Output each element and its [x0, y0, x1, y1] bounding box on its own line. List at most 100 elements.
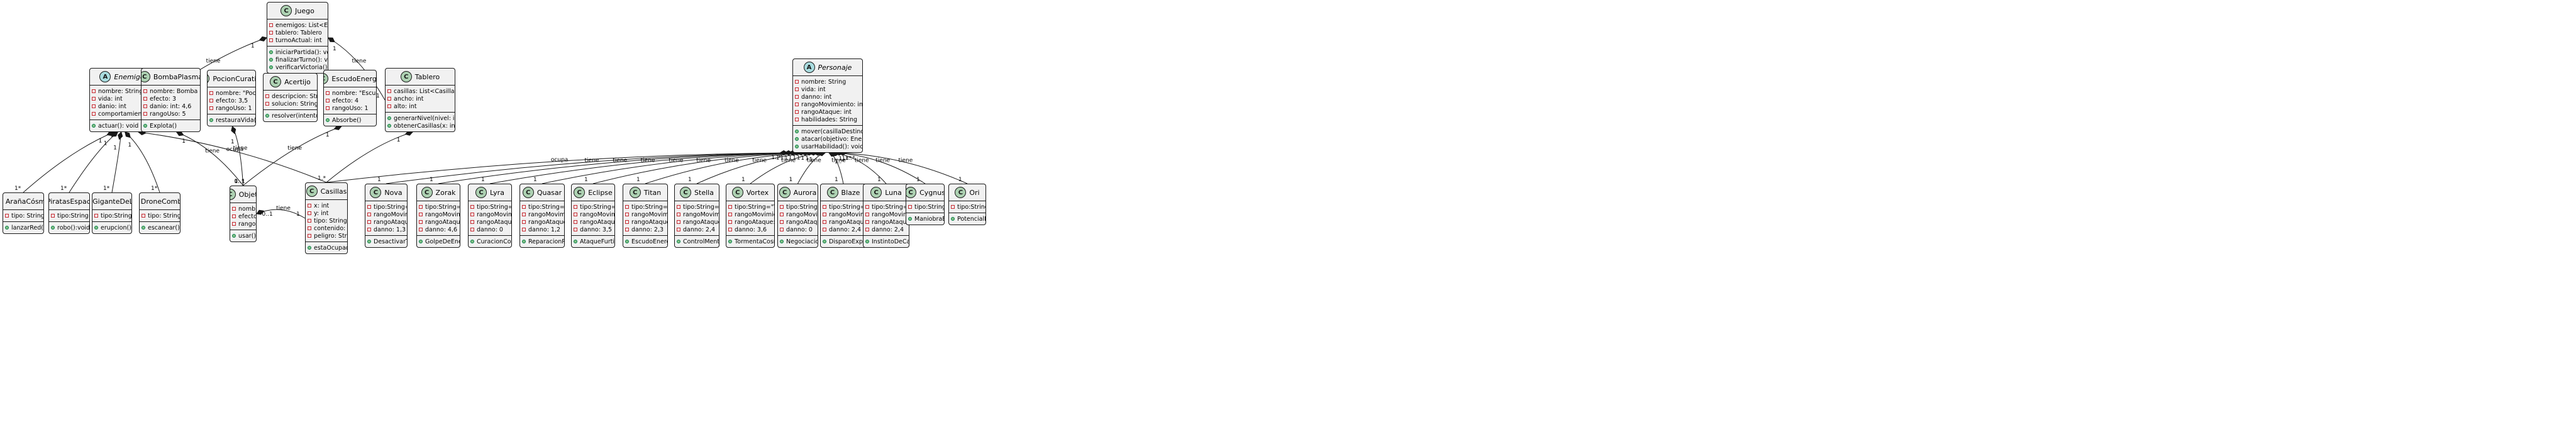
- relation-line: [111, 131, 122, 193]
- attribute-row: habilidades: String: [795, 116, 860, 123]
- private-visibility-icon: [419, 213, 423, 216]
- attribute-text: tablero: Tablero: [275, 29, 322, 36]
- class-pocioncurativa[interactable]: CPocionCurativanombre: "Pocion Curativa"…: [207, 70, 256, 126]
- private-visibility-icon: [823, 213, 826, 216]
- attribute-text: danio: int: [98, 103, 126, 110]
- class-dronecombate[interactable]: CDroneCombatetipo: String = "Drone"escan…: [139, 192, 180, 234]
- class-aurora[interactable]: CAuroratipo:String="Aurora"rangoMovimien…: [777, 184, 818, 248]
- relation-line: [386, 152, 792, 184]
- private-visibility-icon: [367, 220, 371, 224]
- method-text: escanear(): void: [148, 224, 180, 231]
- method-row: iniciarPartida(): void: [269, 48, 328, 56]
- class-gigantedelava[interactable]: CGiganteDeLavatipo:String="Gigante"erupc…: [92, 192, 132, 234]
- relation-label: tiene: [781, 158, 796, 164]
- class-titan[interactable]: CTitantipo:String="Titan"rangoMovimiento…: [623, 184, 668, 248]
- private-visibility-icon: [865, 220, 869, 224]
- relation-line: [23, 131, 114, 193]
- attribute-row: rangoUso: 5: [143, 110, 198, 118]
- private-visibility-icon: [823, 228, 826, 231]
- class-blaze[interactable]: CBlazetipo:String="Blaze"rangoMovimiento…: [820, 184, 867, 248]
- private-visibility-icon: [387, 104, 391, 108]
- attribute-row: peligro: String: [308, 232, 347, 240]
- method-row: CuracionCosmica():void: [470, 238, 511, 245]
- method-row: Absorbe(): [326, 116, 374, 124]
- private-visibility-icon: [143, 89, 147, 93]
- class-header: CPiratasEspaciales: [49, 193, 89, 209]
- attribute-text: x: int: [314, 202, 330, 209]
- private-visibility-icon: [795, 80, 799, 84]
- class-icon: C: [400, 71, 412, 82]
- methods-section: estaOcupada(): boolean: [306, 241, 347, 253]
- class-name: Quasar: [536, 188, 562, 197]
- attribute-row: danno: 2,4: [823, 226, 864, 233]
- class-eclipse[interactable]: CEclipsetipo:String="Eclipse"rangoMovimi…: [571, 184, 615, 248]
- public-visibility-icon: [908, 217, 912, 221]
- method-text: Explota(): [150, 122, 177, 130]
- private-visibility-icon: [677, 228, 680, 231]
- public-visibility-icon: [795, 130, 799, 133]
- multiplicity-label: 1..*: [235, 179, 245, 185]
- class-vortex[interactable]: CVortextipo:String="Vortex"rangoMovimien…: [726, 184, 775, 248]
- attribute-row: rangoAtaque: 6: [728, 218, 774, 226]
- attribute-row: tipo:String="Nova": [367, 203, 407, 211]
- class-luna[interactable]: CLunatipo:String="Luna"rangoMovimiento: …: [863, 184, 909, 248]
- private-visibility-icon: [951, 205, 955, 209]
- multiplicity-label: 0..1: [235, 179, 245, 185]
- private-visibility-icon: [522, 205, 526, 209]
- relation-label: tiene: [205, 148, 219, 155]
- method-text: DisparoExplosivo():void: [829, 238, 866, 245]
- attribute-text: nombre: Bomba de BombaPlasma: [150, 87, 200, 95]
- methods-section: Negociacion():void: [778, 235, 818, 247]
- relation-label: tiene: [287, 145, 302, 152]
- attribute-row: tipo:String="Cygnus": [908, 203, 944, 211]
- private-visibility-icon: [795, 110, 799, 114]
- methods-section: actuar(): void: [90, 119, 154, 131]
- attribute-text: rangoAtaque: 3: [683, 218, 719, 226]
- class-lyra[interactable]: CLyratipo:String="Lyra"rangoMovimiento: …: [468, 184, 512, 248]
- attribute-text: nombre: String: [801, 78, 847, 86]
- class-quasar[interactable]: CQuasartipo:String="Quasar"rangoMovimien…: [519, 184, 565, 248]
- method-row: ReparacionRapida():void: [522, 238, 564, 245]
- multiplicity-label: 1: [333, 46, 336, 52]
- public-visibility-icon: [51, 226, 55, 230]
- class-name: Vortex: [746, 188, 769, 197]
- public-visibility-icon: [209, 118, 213, 122]
- method-row: usar(): void: [232, 232, 256, 240]
- multiplicity-label: 1: [326, 132, 330, 138]
- relation-label: ocupa: [551, 157, 568, 164]
- multiplicity-label: 1..*: [841, 155, 852, 162]
- attribute-text: danno: 4,6: [425, 226, 458, 233]
- method-text: Absorbe(): [332, 116, 362, 124]
- private-visibility-icon: [209, 91, 213, 95]
- method-text: estaOcupada(): boolean: [314, 244, 347, 252]
- method-text: atacar(objetivo: Enemigo): void: [801, 135, 862, 143]
- class-cygnus[interactable]: CCygnustipo:String="Cygnus"ManiobraEvasi…: [906, 184, 945, 225]
- private-visibility-icon: [780, 213, 784, 216]
- attribute-row: rangoAtaque: 1: [419, 218, 460, 226]
- attribute-text: danno: 2,4: [829, 226, 862, 233]
- attribute-row: tipo: String = "Drone": [142, 212, 180, 219]
- class-escudoenergia[interactable]: CEscudoEnergianombre: "Escudo de energia…: [323, 70, 377, 126]
- class-nova[interactable]: CNovatipo:String="Nova"rangoMovimiento: …: [365, 184, 408, 248]
- class-aranacosmica[interactable]: CArañaCósmicatipo: String = "Araña"lanza…: [3, 192, 44, 234]
- class-piratasespaciales[interactable]: CPiratasEspacialestipo:String="Piratas"r…: [48, 192, 90, 234]
- method-row: InstintoDeCazadora():void: [865, 238, 909, 245]
- attributes-section: tipo:String="Luna"rangoMovimiento: 2rang…: [863, 201, 909, 235]
- class-stella[interactable]: CStellatipo:String="Stella"rangoMovimien…: [674, 184, 719, 248]
- class-objeto[interactable]: CObjetonombre: Stringefecto: Stringrango…: [230, 186, 257, 242]
- attribute-text: tipo:String="Nova": [374, 203, 407, 211]
- attribute-row: danno: 3,6: [728, 226, 772, 233]
- private-visibility-icon: [780, 228, 784, 231]
- attribute-text: rangoMovimiento: 3: [631, 211, 668, 218]
- attributes-section: tipo:String="Aurora"rangoMovimiento: 6ra…: [778, 201, 818, 235]
